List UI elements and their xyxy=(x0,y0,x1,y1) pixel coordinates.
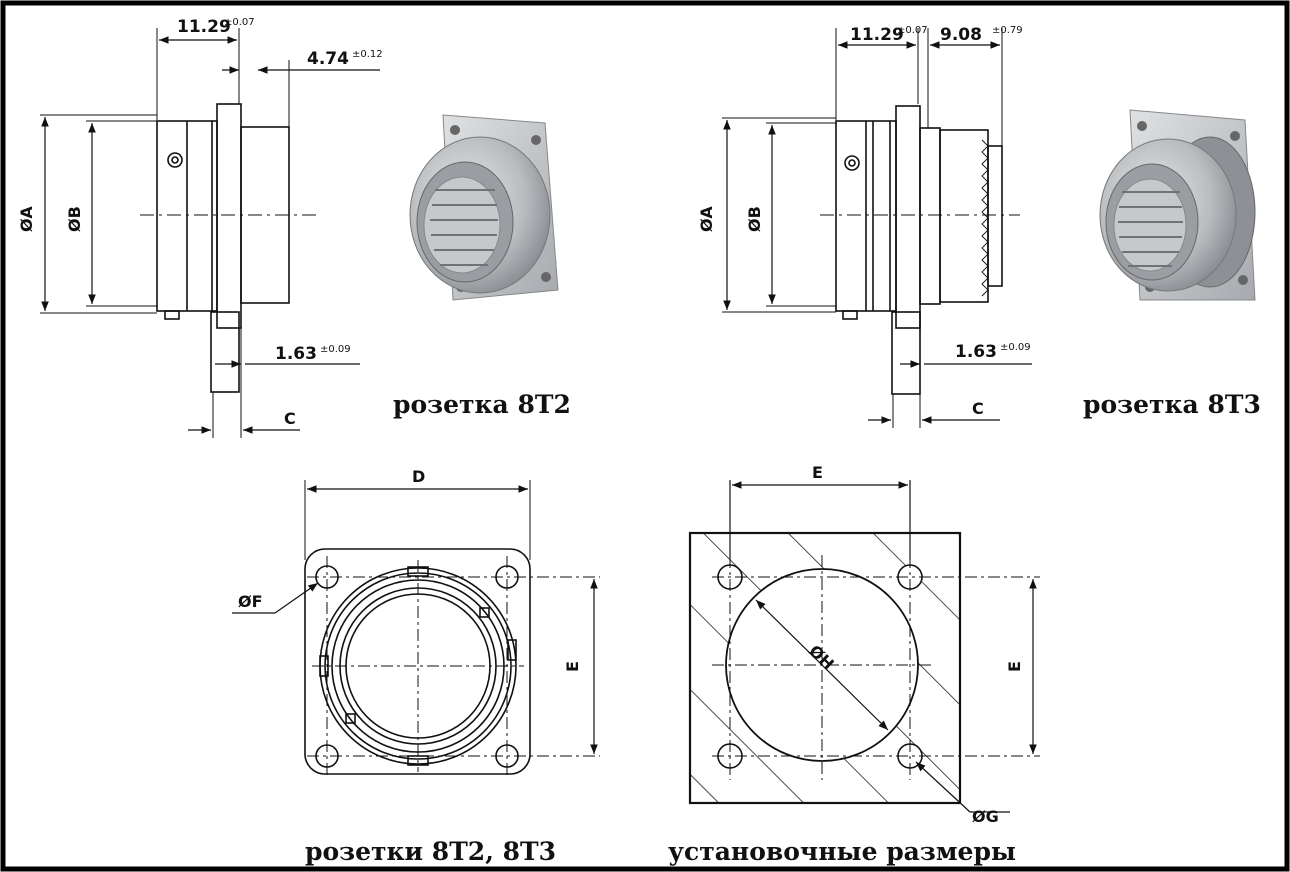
tol-163-8t3: ±0.09 xyxy=(1000,342,1031,353)
dim-474: 4.74 xyxy=(307,49,349,69)
side-view-8t2 xyxy=(40,28,380,438)
label-c-8t3: C xyxy=(972,399,984,418)
label-og: ØG xyxy=(972,807,999,826)
mounting-cutout-view xyxy=(688,480,1040,813)
dim-908: 9.08 xyxy=(940,25,982,45)
label-e-side: E xyxy=(1005,661,1024,672)
label-oa-8t2: ØA xyxy=(17,206,36,232)
dim-163-8t2: 1.63 xyxy=(275,344,317,364)
photo-socket-8t2 xyxy=(409,114,559,301)
tol-1129-8t3: ±0.07 xyxy=(897,25,928,36)
tol-908: ±0.79 xyxy=(992,25,1023,36)
label-d: D xyxy=(412,467,425,486)
label-of: ØF xyxy=(238,592,263,611)
tol-474: ±0.12 xyxy=(352,49,383,60)
front-view-sockets xyxy=(232,480,600,778)
side-view-8t3 xyxy=(722,28,1032,428)
caption-sockets-front: розетки 8Т2, 8Т3 xyxy=(305,837,556,866)
label-e-front: E xyxy=(563,661,582,672)
dim-163-8t3: 1.63 xyxy=(955,342,997,362)
label-oa-8t3: ØA xyxy=(697,206,716,232)
photo-socket-8t3 xyxy=(1099,109,1256,301)
label-ob-8t2: ØB xyxy=(65,206,84,232)
tol-163-8t2: ±0.09 xyxy=(320,344,351,355)
dim-1129-8t2: 11.29 xyxy=(177,17,231,37)
label-e-top: E xyxy=(812,463,823,482)
caption-socket-8t3: розетка 8Т3 xyxy=(1083,390,1261,419)
label-c-8t2: C xyxy=(284,409,296,428)
label-ob-8t3: ØB xyxy=(745,206,764,232)
caption-socket-8t2: розетка 8Т2 xyxy=(393,390,571,419)
dim-1129-8t3: 11.29 xyxy=(850,25,904,45)
tol-1129-8t2: ±0.07 xyxy=(224,17,255,28)
caption-mounting: установочные размеры xyxy=(668,837,1016,866)
